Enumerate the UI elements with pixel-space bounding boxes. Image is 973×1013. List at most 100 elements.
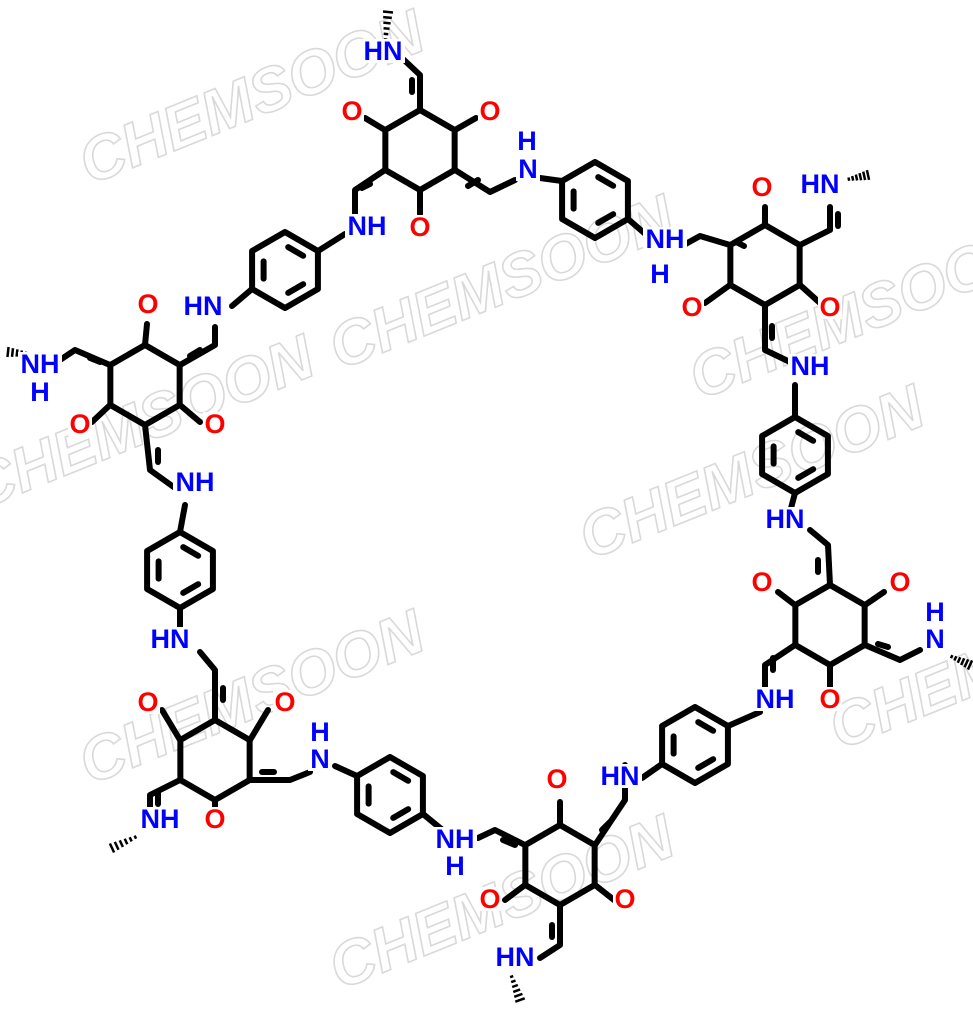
nitrogen-atom-label: H bbox=[30, 377, 50, 407]
oxygen-atom-label: O bbox=[614, 884, 635, 914]
bond bbox=[702, 282, 733, 306]
bond bbox=[537, 175, 565, 184]
nitrogen-atom-label: H bbox=[445, 851, 465, 881]
bond bbox=[177, 402, 203, 425]
label-background bbox=[433, 827, 477, 851]
oxygen-atom-label: O bbox=[546, 764, 567, 794]
aromatic-double-bond bbox=[695, 719, 717, 734]
nitrogen-atom-label: NH bbox=[141, 804, 180, 834]
nitrogen-atom-label: NH bbox=[646, 224, 685, 254]
nitrogen-atom-label: NH bbox=[791, 351, 830, 381]
nitrogen-atom-label: NH bbox=[21, 349, 60, 379]
methyl-hash-bond bbox=[513, 992, 523, 998]
bond bbox=[592, 882, 617, 903]
nitrogen-atom-label: N bbox=[310, 744, 330, 774]
bond bbox=[775, 589, 798, 608]
double-bond-mark bbox=[87, 355, 103, 365]
label-background bbox=[598, 764, 642, 788]
label-background bbox=[515, 129, 539, 153]
label-background bbox=[818, 687, 842, 711]
methyl-hash-bond bbox=[511, 983, 519, 989]
cyclohexanetrione-ring bbox=[792, 582, 868, 668]
bond bbox=[862, 642, 923, 663]
nitrogen-atom-label: NH bbox=[436, 824, 475, 854]
methyl-hash-bond bbox=[6, 346, 10, 358]
label-background bbox=[361, 39, 405, 63]
label-background bbox=[340, 99, 364, 123]
label-background bbox=[643, 227, 687, 251]
oxygen-atom-label: O bbox=[409, 212, 430, 242]
oxygen-atom-label: O bbox=[137, 289, 158, 319]
double-bond-mark bbox=[359, 181, 373, 191]
label-background bbox=[750, 570, 774, 594]
bond bbox=[639, 761, 665, 781]
label-background bbox=[753, 687, 797, 711]
cyclohexanetrione-ring bbox=[107, 342, 183, 428]
label-background bbox=[798, 172, 842, 196]
label-background bbox=[818, 295, 842, 319]
label-background bbox=[136, 292, 160, 316]
bond bbox=[229, 286, 255, 309]
nitrogen-atom-label: N bbox=[925, 624, 945, 654]
aromatic-double-bond bbox=[695, 756, 717, 771]
nitrogen-atom-label: N bbox=[518, 154, 538, 184]
bond bbox=[452, 115, 479, 133]
label-background bbox=[181, 294, 225, 318]
methyl-hash-bond bbox=[858, 172, 863, 181]
nitrogen-atom-label: HN bbox=[766, 504, 805, 534]
oxygen-atom-label: O bbox=[204, 409, 225, 439]
methyl-hash-bond bbox=[383, 21, 391, 25]
cyclohexanetrione-ring bbox=[727, 222, 803, 308]
label-background bbox=[443, 854, 467, 878]
methyl-hash-bond bbox=[862, 171, 867, 181]
bond bbox=[797, 282, 823, 306]
methyl-hash-bond bbox=[850, 175, 855, 181]
nitrogen-atom-label: H bbox=[310, 717, 330, 747]
methyl-hash-bond bbox=[865, 169, 871, 181]
methyl-hash-bond bbox=[949, 654, 954, 659]
bond bbox=[502, 882, 528, 903]
bond bbox=[679, 233, 733, 249]
double-bond-mark bbox=[733, 239, 747, 249]
bond bbox=[315, 231, 348, 254]
oxygen-atom-label: O bbox=[479, 96, 500, 126]
label-background bbox=[478, 99, 502, 123]
label-background bbox=[173, 470, 217, 494]
methyl-hash-bond bbox=[383, 15, 392, 20]
bond bbox=[142, 321, 150, 348]
label-background bbox=[138, 807, 182, 831]
bond bbox=[352, 167, 388, 217]
label-background bbox=[680, 295, 704, 319]
double-bond-mark bbox=[465, 177, 481, 189]
label-background bbox=[788, 354, 832, 378]
methyl-hash-bond bbox=[510, 979, 516, 984]
bond bbox=[247, 769, 313, 783]
bond bbox=[862, 589, 887, 608]
bond bbox=[807, 527, 833, 588]
aromatic-double-bond bbox=[595, 174, 617, 189]
oxygen-atom-label: O bbox=[69, 409, 90, 439]
methyl-hash-bond bbox=[113, 841, 120, 851]
cyclohexanetrione-ring bbox=[522, 822, 598, 908]
label-background bbox=[203, 412, 227, 436]
nitrogen-atom-label: HN bbox=[151, 624, 190, 654]
bond bbox=[725, 709, 763, 729]
nitrogen-atom-label: HN bbox=[601, 761, 640, 791]
aromatic-double-bond bbox=[285, 244, 307, 259]
aromatic-double-bond bbox=[795, 466, 817, 481]
methyl-hash-bond bbox=[960, 657, 966, 666]
methyl-hash-bond bbox=[15, 349, 19, 357]
methyl-hash-bond bbox=[512, 988, 521, 994]
methyl-hash-bond bbox=[966, 659, 973, 671]
label-background bbox=[345, 214, 389, 238]
label-background bbox=[545, 767, 569, 791]
nitrogen-atom-label: H bbox=[517, 126, 537, 156]
bond bbox=[362, 115, 388, 133]
label-background bbox=[923, 627, 947, 651]
methyl-hash-bond bbox=[956, 656, 962, 664]
bond bbox=[177, 324, 218, 368]
methyl-hash-bond bbox=[963, 658, 970, 668]
